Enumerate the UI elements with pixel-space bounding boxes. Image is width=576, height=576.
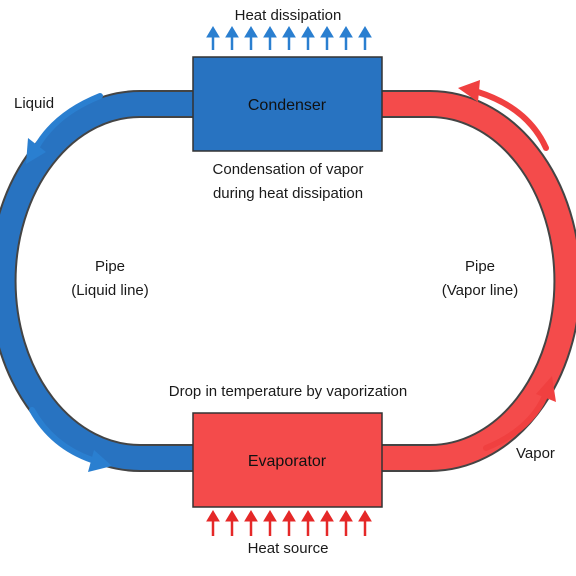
up-arrow-icon [339, 510, 353, 536]
heat-source-label: Heat source [248, 540, 329, 557]
up-arrow-icon [282, 26, 296, 50]
heat-dissipation-arrows [206, 26, 372, 50]
up-arrow-icon [263, 26, 277, 50]
evaporator-label: Evaporator [248, 453, 327, 470]
condenser-label: Condenser [248, 97, 327, 114]
up-arrow-icon [282, 510, 296, 536]
up-arrow-icon [206, 26, 220, 50]
condenser-box [192, 56, 383, 152]
vapor-line-pipe-fill [376, 92, 576, 470]
up-arrow-icon [358, 26, 372, 50]
vapor-flow-arrowhead-top-icon [458, 80, 480, 102]
up-arrow-icon [358, 510, 372, 536]
up-arrow-icon [225, 510, 239, 536]
up-arrow-icon [301, 26, 315, 50]
up-arrow-icon [320, 26, 334, 50]
vapor-line-subtitle: (Vapor line) [442, 282, 518, 299]
liquid-flow-arrowhead-top-icon [26, 138, 46, 164]
liquid-line-pipe-fill [0, 92, 200, 470]
liquid-line-subtitle: (Liquid line) [71, 282, 149, 299]
evaporator-box [192, 412, 383, 508]
up-arrow-icon [244, 26, 258, 50]
condensation-note-line1: Condensation of vapor [213, 161, 364, 178]
liquid-flow-arrow-top-icon [33, 93, 103, 151]
vapor-flow-label: Vapor [516, 445, 555, 462]
drop-temperature-note: Drop in temperature by vaporization [169, 383, 407, 400]
condensation-note-line2: during heat dissipation [213, 185, 363, 202]
vapor-flow-arrow-bottom-icon [483, 393, 548, 451]
heat-source-arrows [206, 510, 372, 536]
heat-dissipation-label: Heat dissipation [235, 7, 342, 24]
vapor-flow-arrowhead-bottom-icon [536, 376, 556, 402]
liquid-flow-arrow-bottom-icon [29, 407, 95, 463]
up-arrow-icon [263, 510, 277, 536]
liquid-flow-label: Liquid [14, 95, 54, 112]
up-arrow-icon [225, 26, 239, 50]
up-arrow-icon [206, 510, 220, 536]
up-arrow-icon [320, 510, 334, 536]
vapor-flow-arrow-top-icon [475, 89, 549, 151]
up-arrow-icon [244, 510, 258, 536]
up-arrow-icon [301, 510, 315, 536]
up-arrow-icon [339, 26, 353, 50]
liquid-line-title: Pipe [95, 258, 125, 275]
vapor-line-title: Pipe [465, 258, 495, 275]
liquid-flow-arrowhead-bottom-icon [88, 450, 112, 472]
